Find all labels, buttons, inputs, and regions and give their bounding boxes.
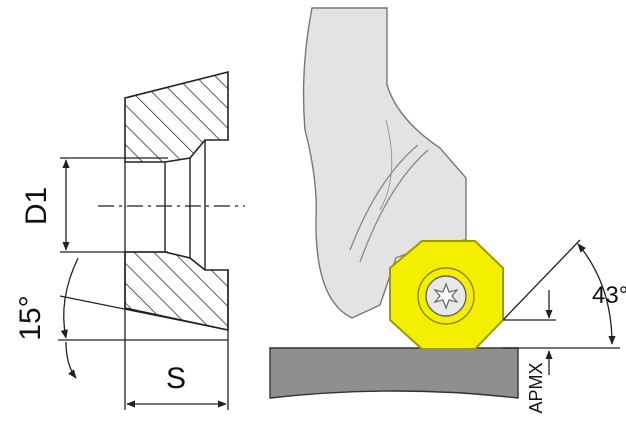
section-lower-half bbox=[124, 251, 229, 331]
s-dimension bbox=[124, 162, 229, 410]
angle-15-dimension bbox=[58, 257, 229, 379]
insert-cross-section bbox=[98, 70, 245, 331]
angle-43-label: 43° bbox=[592, 282, 626, 309]
apmx-dimension bbox=[503, 290, 556, 375]
s-label: S bbox=[166, 362, 186, 395]
angle-15-label: 15° bbox=[14, 295, 47, 340]
d1-label: D1 bbox=[20, 187, 53, 225]
apmx-label: APMX bbox=[526, 362, 546, 413]
torx-screw-icon bbox=[425, 275, 467, 317]
section-upper-half bbox=[124, 70, 229, 163]
angle-43-dimension bbox=[502, 239, 620, 349]
workpiece bbox=[269, 347, 519, 399]
d1-dimension bbox=[60, 157, 168, 253]
octagon-insert bbox=[389, 240, 504, 350]
